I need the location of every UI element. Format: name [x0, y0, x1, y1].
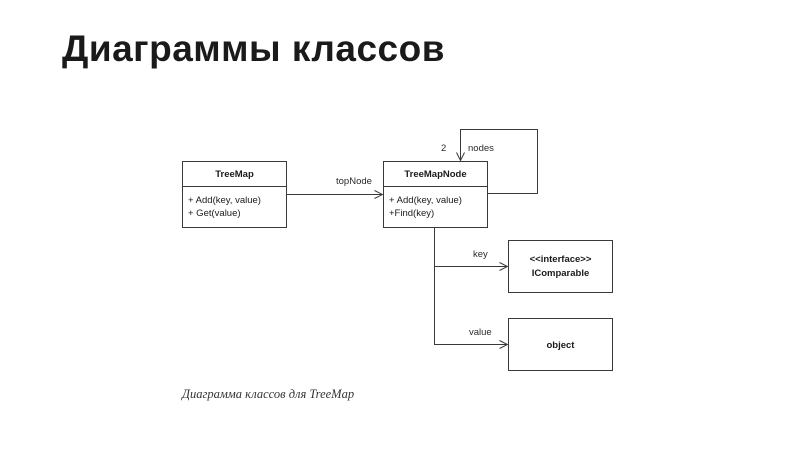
association-nodes-label: nodes [468, 143, 494, 154]
association-topnode: topNode [286, 176, 383, 195]
class-treemapnode-method: +Find(key) [389, 208, 434, 219]
slide-title: Диаграммы классов [62, 28, 445, 69]
association-key-label: key [473, 249, 488, 260]
association-nodes: nodes 2 [441, 129, 538, 194]
class-object: object [508, 318, 613, 371]
interface-stereotype: <<interface>> [530, 254, 592, 265]
diagram-caption: Диаграмма классов для TreeMap [182, 387, 355, 401]
class-icomparable: <<interface>> IComparable [508, 240, 613, 293]
association-key: key [434, 227, 508, 267]
class-treemap-name: TreeMap [215, 169, 254, 180]
class-treemapnode-name: TreeMapNode [404, 169, 466, 180]
class-treemap: TreeMap + Add(key, value) + Get(value) [182, 161, 287, 228]
association-value: value [434, 266, 508, 345]
association-topnode-label: topNode [336, 176, 372, 187]
association-nodes-multiplicity: 2 [441, 143, 446, 154]
class-treemap-method: + Get(value) [188, 208, 241, 219]
association-value-label: value [469, 327, 492, 338]
class-icomparable-name: IComparable [532, 268, 590, 279]
class-treemapnode: TreeMapNode + Add(key, value) +Find(key) [383, 161, 488, 228]
class-treemap-method: + Add(key, value) [188, 195, 261, 206]
class-treemapnode-method: + Add(key, value) [389, 195, 462, 206]
class-object-name: object [547, 340, 576, 351]
